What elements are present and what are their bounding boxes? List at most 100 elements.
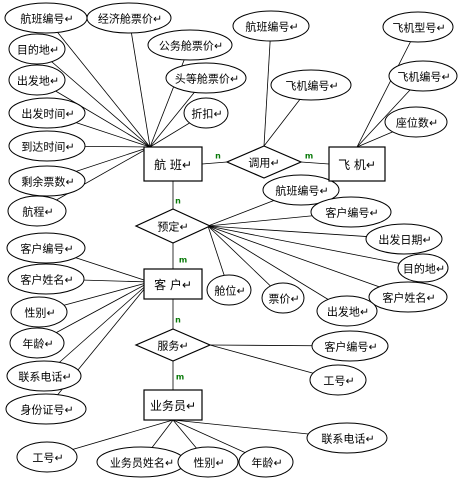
attribute-ellipse: [309, 364, 367, 396]
attribute-ellipse: [310, 196, 392, 228]
attribute-book-4: 客户姓名↵: [368, 281, 448, 313]
attribute-serve-1: 工号↵: [309, 364, 367, 396]
relationship-link: [300, 161, 330, 165]
attribute-clerk-0: 工号↵: [16, 441, 78, 473]
attribute-book-5: 出发地↵: [316, 295, 378, 327]
entity-flight: 航 班↵: [143, 146, 203, 182]
attribute-label: 出发时间↵: [21, 107, 74, 121]
attribute-label: 工号↵: [32, 452, 63, 465]
cardinality-flight_book: n: [175, 197, 181, 206]
attribute-ellipse: [8, 165, 86, 197]
attribute-clerk-3: 年龄↵: [238, 446, 294, 478]
attribute-use-0: 航班编号↵: [232, 10, 310, 42]
attribute-book-6: 票价↵: [261, 282, 305, 314]
attribute-flight-4: 出发地↵: [8, 64, 66, 96]
attribute-ellipse: [16, 441, 78, 473]
attribute-ellipse: [7, 195, 67, 227]
attribute-book-2: 出发日期↵: [365, 223, 443, 255]
entity-customer: 客 户↵: [143, 268, 203, 300]
attribute-label: 折扣↵: [191, 107, 222, 121]
attribute-label: 公务舱票价↵: [159, 39, 223, 53]
attribute-ellipse: [8, 130, 86, 162]
attribute-label: 飞机型号↵: [392, 21, 445, 35]
attribute-ellipse: [5, 393, 87, 425]
attribute-label: 客户编号↵: [20, 242, 73, 256]
attribute-ellipse: [6, 360, 82, 392]
attribute-label: 头等舱票价↵: [175, 72, 239, 86]
attribute-label: 性别↵: [193, 456, 224, 470]
attribute-ellipse: [10, 296, 68, 328]
attribute-ellipse: [311, 330, 389, 362]
attribute-label: 目的地↵: [17, 43, 59, 57]
relationship-book: 预定↵: [134, 208, 212, 244]
attribute-link: [207, 225, 348, 312]
attribute-flight-5: 头等舱票价↵: [165, 62, 247, 94]
attribute-label: 到达时间↵: [21, 141, 74, 154]
attribute-ellipse: [306, 422, 388, 454]
attribute-label: 联系电话↵: [321, 433, 374, 446]
cardinality-customer_serve: n: [175, 316, 181, 325]
attribute-ellipse: [86, 2, 172, 34]
attribute-label: 客户编号↵: [325, 206, 378, 220]
attribute-flight-2: 目的地↵: [8, 33, 66, 65]
attribute-customer-0: 客户编号↵: [6, 232, 86, 264]
relationship-label: 调用↵: [248, 157, 279, 170]
attribute-ellipse: [388, 60, 458, 92]
attribute-ellipse: [183, 97, 229, 129]
attribute-link: [207, 225, 424, 269]
attribute-label: 客户姓名↵: [382, 291, 435, 305]
attribute-ellipse: [238, 446, 294, 478]
attribute-plane-1: 飞机编号↵: [388, 60, 458, 92]
attribute-ellipse: [206, 274, 252, 306]
attribute-serve-0: 客户编号↵: [311, 330, 389, 362]
attribute-label: 航班编号↵: [275, 184, 328, 198]
attribute-link: [356, 26, 419, 148]
relationship-use: 调用↵: [225, 145, 303, 179]
attribute-plane-0: 飞机型号↵: [382, 11, 454, 43]
attribute-label: 工号↵: [323, 375, 354, 388]
attribute-ellipse: [368, 281, 448, 313]
entity-box: [143, 389, 203, 421]
attribute-ellipse: [6, 232, 86, 264]
attribute-label: 经济舱票价↵: [98, 12, 162, 26]
attribute-ellipse: [382, 11, 454, 43]
attribute-link: [45, 17, 151, 148]
attribute-ellipse: [9, 327, 65, 359]
attribute-label: 航班编号↵: [245, 20, 298, 34]
attribute-ellipse: [147, 29, 233, 61]
attribute-label: 舱位↵: [214, 284, 245, 298]
entity-label: 飞 机↵: [338, 158, 376, 172]
attribute-label: 出发地↵: [327, 305, 369, 319]
relationship-nodes: 调用↵ 预定↵ 服务↵: [134, 145, 303, 362]
attribute-ellipse: [7, 263, 85, 295]
relationship-label: 预定↵: [157, 220, 188, 234]
attribute-label: 座位数↵: [396, 116, 438, 130]
attribute-clerk-4: 联系电话↵: [306, 422, 388, 454]
attribute-book-1: 客户编号↵: [310, 196, 392, 228]
attribute-ellipse: [232, 10, 310, 42]
attribute-book-3: 目的地↵: [397, 253, 449, 283]
entity-plane: 飞 机↵: [328, 146, 386, 182]
attribute-flight-3: 公务舱票价↵: [147, 29, 233, 61]
attribute-label: 年龄↵: [251, 456, 282, 470]
attribute-link: [207, 225, 409, 298]
attribute-ellipse: [384, 106, 448, 138]
attribute-label: 航班编号↵: [20, 12, 73, 26]
attribute-customer-1: 客户姓名↵: [7, 263, 85, 295]
attribute-flight-9: 剩余票数↵: [8, 165, 86, 197]
attribute-customer-2: 性别↵: [10, 296, 68, 328]
attribute-label: 目的地↵: [403, 262, 445, 276]
attribute-plane-2: 座位数↵: [384, 106, 448, 138]
entity-box: [143, 146, 203, 182]
cardinality-use_plane: m: [305, 152, 313, 161]
relationship-serve: 服务↵: [134, 328, 212, 362]
attribute-nodes: 航班编号↵ 经济舱票价↵ 目的地↵ 公务舱票价↵ 出发地↵ 头等舱票价↵ 出发时间↵ 折扣↵ 到…: [4, 2, 458, 478]
attribute-clerk-1: 业务员姓名↵: [96, 446, 186, 478]
attribute-clerk-2: 性别↵: [177, 446, 239, 478]
relationship-link: [201, 161, 228, 165]
attribute-label: 联系电话↵: [18, 371, 71, 384]
attribute-flight-1: 经济舱票价↵: [86, 2, 172, 34]
attribute-link: [128, 17, 151, 148]
